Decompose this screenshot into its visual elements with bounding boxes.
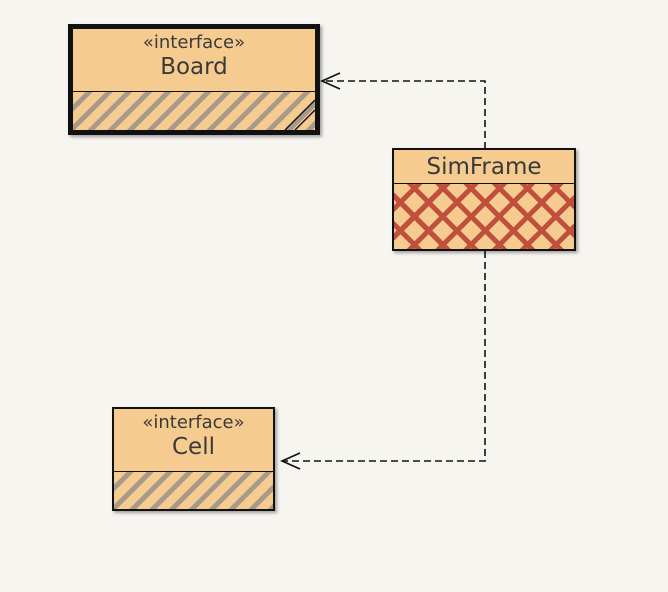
class-board-header: «interface» Board [73, 29, 315, 92]
class-board-name: Board [160, 54, 228, 80]
class-cell-header: «interface» Cell [114, 409, 273, 472]
class-simframe-body [394, 184, 574, 249]
class-simframe[interactable]: SimFrame [392, 148, 576, 251]
class-cell-name: Cell [172, 434, 215, 460]
class-simframe-header: SimFrame [394, 150, 574, 184]
class-simframe-name: SimFrame [426, 154, 542, 180]
class-cell-body [114, 472, 273, 509]
resize-handle[interactable] [281, 96, 315, 130]
class-board[interactable]: «interface» Board [68, 24, 320, 135]
dependency-simframe-board[interactable] [322, 80, 486, 149]
arrowhead-cell [280, 452, 301, 470]
class-cell-stereotype: «interface» [142, 412, 245, 433]
dependency-simframe-cell[interactable] [282, 251, 486, 462]
class-cell[interactable]: «interface» Cell [112, 407, 275, 511]
class-board-body [73, 92, 315, 130]
class-board-stereotype: «interface» [142, 32, 246, 53]
arrowhead-board [320, 72, 341, 90]
